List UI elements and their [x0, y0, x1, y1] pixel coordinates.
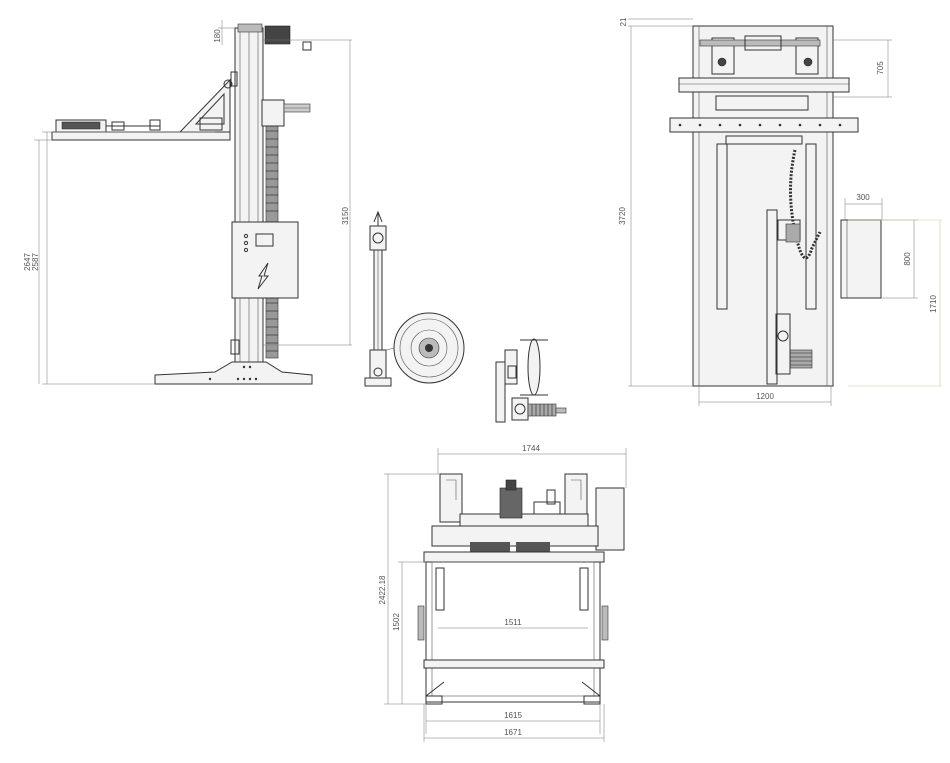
dim-base-width: 1200 [756, 392, 774, 401]
sensor-box [302, 41, 312, 51]
carriage [261, 99, 285, 127]
warning-bolt-icon [257, 262, 270, 290]
dim-column-height: 3150 [341, 207, 350, 225]
machine-base-foot [154, 361, 313, 385]
dim-dispenser-level: 1710 [929, 295, 938, 313]
top-cross-bar [423, 551, 605, 563]
top-dispenser-box [595, 487, 625, 551]
dim-arm-height: 2647 [23, 253, 32, 271]
strap-head [495, 338, 567, 423]
dim-inner-depth: 1502 [392, 613, 401, 631]
dim-total-height: 3720 [618, 207, 627, 225]
dim-arm-height-lower: 2587 [31, 253, 40, 271]
dim-dispenser-depth: 300 [856, 193, 870, 202]
side-view: 2647 2587 3150 180 [23, 20, 352, 385]
control-display [255, 233, 274, 247]
dim-top-gap: 21 [619, 17, 628, 26]
head-beam [678, 77, 850, 93]
strap-dispenser [364, 210, 465, 387]
column-cap [237, 23, 263, 33]
dim-outer-width: 1671 [504, 728, 522, 737]
horizontal-arm [51, 131, 231, 141]
dim-overall-depth: 2422.18 [378, 575, 387, 604]
control-box [231, 221, 299, 299]
dim-top-offset: 180 [213, 29, 222, 43]
dim-overall-width: 1744 [522, 444, 540, 453]
cross-beam [669, 117, 859, 133]
top-motor [264, 25, 291, 45]
top-view: 1744 2422.18 1502 1511 1615 1671 [378, 444, 627, 742]
dim-inner-width: 1511 [504, 618, 522, 627]
dim-dispenser-height: 800 [903, 252, 912, 266]
head-assembly [459, 513, 589, 527]
lower-cross-bar [423, 659, 605, 669]
dim-frame-width: 1615 [504, 711, 522, 720]
dispenser-box [840, 219, 882, 299]
front-view: 21 705 3720 300 800 1710 1200 [618, 17, 942, 406]
dim-head-height: 705 [876, 61, 885, 75]
base-frame [425, 561, 601, 703]
